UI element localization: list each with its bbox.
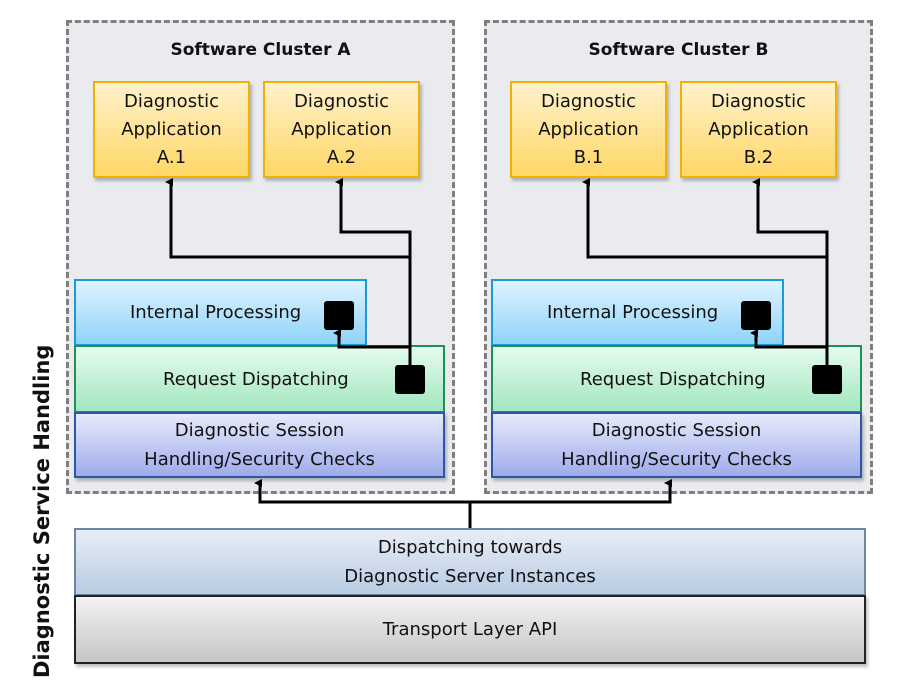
arrow-bottom-to-a bbox=[254, 479, 470, 504]
request-dispatching-b: Request Dispatching bbox=[491, 345, 862, 413]
diagnostic-application-b2: Diagnostic Application B.2 bbox=[680, 81, 837, 178]
session-b-line2: Handling/Security Checks bbox=[561, 449, 792, 470]
arrow-b-dispatch-to-b2 bbox=[752, 178, 829, 257]
port-square-internal-b bbox=[741, 301, 771, 330]
arrow-a-dispatch-to-a2 bbox=[335, 178, 412, 257]
app-b2-line1: Diagnostic bbox=[710, 90, 807, 112]
app-b1-line3: B.1 bbox=[573, 146, 604, 168]
session-a-line1: Diagnostic Session bbox=[174, 420, 345, 441]
session-a-line2: Handling/Security Checks bbox=[144, 449, 375, 470]
dispatching-layer-line1: Dispatching towards bbox=[377, 537, 563, 558]
app-b1-line2: Application bbox=[538, 118, 639, 140]
cluster-b-title: Software Cluster B bbox=[588, 40, 769, 60]
app-b2-line2: Application bbox=[708, 118, 809, 140]
cluster-a-title: Software Cluster A bbox=[170, 40, 351, 60]
internal-processing-a: Internal Processing bbox=[74, 279, 367, 346]
session-b-line1: Diagnostic Session bbox=[591, 420, 762, 441]
session-handling-b: Diagnostic Session Handling/Security Che… bbox=[491, 412, 862, 478]
app-a2-line3: A.2 bbox=[326, 146, 357, 168]
app-a1-line2: Application bbox=[121, 118, 222, 140]
app-a1-line1: Diagnostic bbox=[123, 90, 220, 112]
session-handling-a: Diagnostic Session Handling/Security Che… bbox=[74, 412, 445, 478]
diagnostic-application-a1: Diagnostic Application A.1 bbox=[93, 81, 250, 178]
diagnostic-application-b1: Diagnostic Application B.1 bbox=[510, 81, 667, 178]
app-b1-line1: Diagnostic bbox=[540, 90, 637, 112]
request-dispatching-b-label: Request Dispatching bbox=[580, 368, 766, 390]
internal-processing-b-label: Internal Processing bbox=[547, 302, 719, 323]
request-dispatching-a-label: Request Dispatching bbox=[163, 368, 349, 390]
port-square-dispatch-b bbox=[812, 365, 842, 394]
app-a1-line3: A.1 bbox=[156, 146, 187, 168]
internal-processing-a-label: Internal Processing bbox=[130, 302, 302, 323]
internal-processing-b: Internal Processing bbox=[491, 279, 784, 346]
transport-layer-api: Transport Layer API bbox=[74, 595, 866, 664]
request-dispatching-a: Request Dispatching bbox=[74, 345, 445, 413]
arrow-a-dispatch-to-internal bbox=[333, 329, 410, 349]
arrow-b-dispatch-to-internal bbox=[750, 329, 827, 349]
arrow-bottom-to-b bbox=[470, 479, 672, 504]
app-a2-line2: Application bbox=[291, 118, 392, 140]
transport-layer-label: Transport Layer API bbox=[382, 619, 558, 640]
diagnostic-application-a2: Diagnostic Application A.2 bbox=[263, 81, 420, 178]
app-a2-line1: Diagnostic bbox=[293, 90, 390, 112]
dispatching-layer-line2: Diagnostic Server Instances bbox=[344, 566, 596, 587]
arrow-a-dispatch-to-a1 bbox=[165, 178, 412, 365]
app-b2-line3: B.2 bbox=[743, 146, 774, 168]
port-square-dispatch-a bbox=[395, 365, 425, 394]
arrow-b-dispatch-to-b1 bbox=[582, 178, 829, 365]
port-square-internal-a bbox=[324, 301, 354, 330]
